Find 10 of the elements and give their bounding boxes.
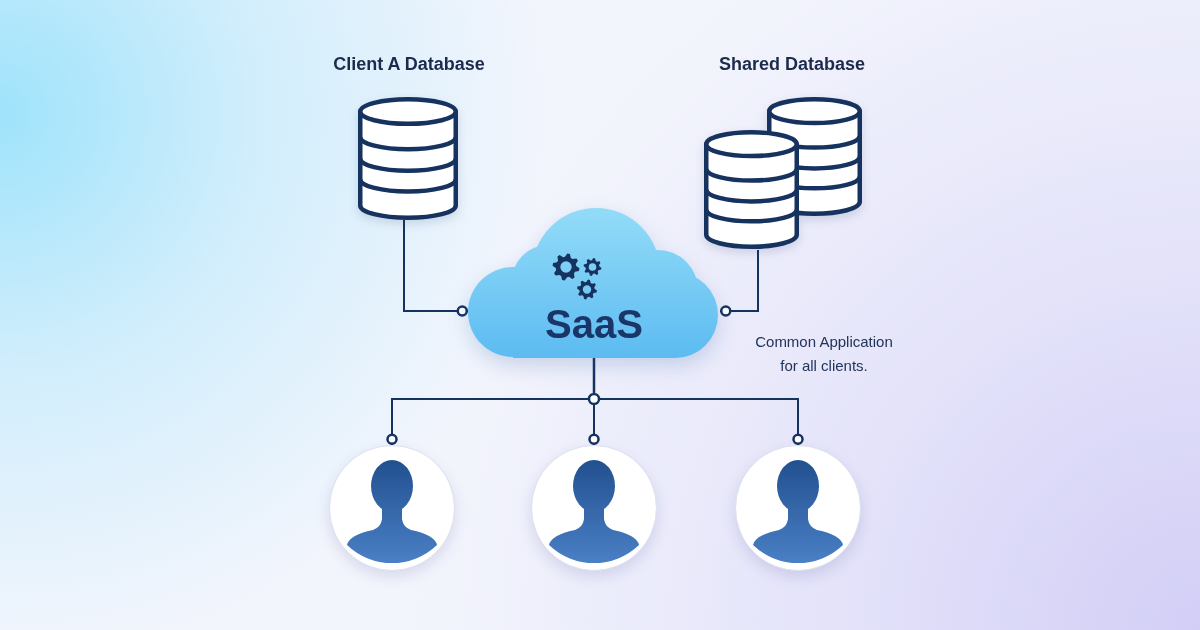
- connector-line: [587, 356, 601, 406]
- connector-line: [588, 403, 600, 446]
- node-title: Client A Database: [333, 53, 485, 76]
- node-label: SaaS: [545, 302, 643, 346]
- connector-line: [598, 398, 804, 446]
- connector-line: [719, 249, 759, 317]
- connector-line: [403, 219, 469, 317]
- side-note: Common Application for all clients.: [754, 332, 894, 376]
- node-title: Shared Database: [718, 53, 866, 76]
- connector-line: [386, 398, 590, 446]
